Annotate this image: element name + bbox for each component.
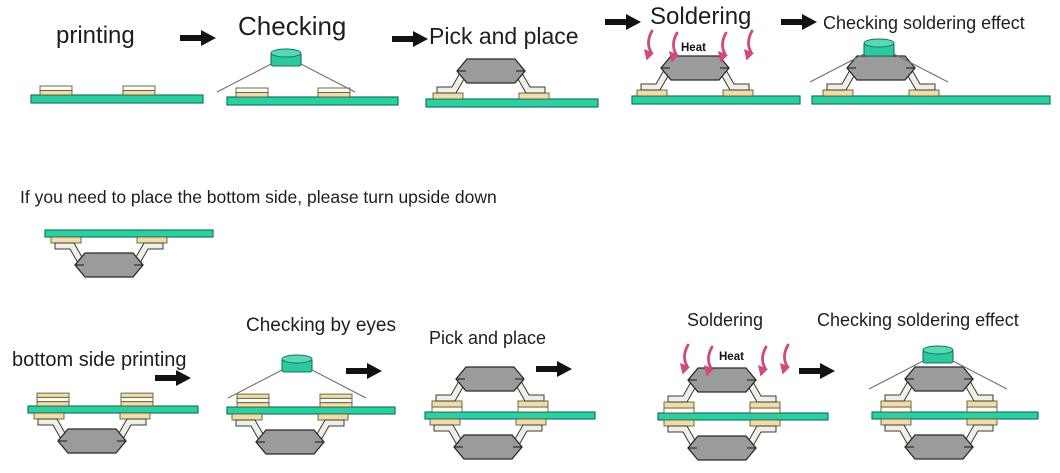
smd-component — [432, 58, 550, 100]
smd-component — [880, 366, 998, 408]
solder-paste-pad — [36, 392, 70, 407]
pcb-board — [811, 95, 1051, 105]
pcb-board — [425, 98, 599, 108]
heat-arrow-icon — [642, 29, 656, 62]
inspection-camera-icon — [227, 354, 367, 399]
panel-bottom-checking-soldering-effect — [868, 345, 1039, 460]
pcb-board — [871, 411, 1039, 420]
flow-arrow-icon — [392, 31, 428, 47]
pcb-board — [631, 95, 801, 105]
top-step-checking-effect-label: Checking soldering effect — [823, 13, 1025, 33]
solder-paste-layer — [966, 406, 998, 413]
solder-paste-layer — [749, 407, 781, 414]
pcb-board — [30, 94, 204, 104]
panel-top-checking — [216, 48, 399, 106]
panel-bottom-soldering — [657, 343, 829, 461]
flow-arrow-icon — [781, 14, 817, 30]
heat-label-top: Heat — [681, 42, 706, 54]
inspection-camera-icon — [216, 48, 356, 93]
solder-paste-pad — [235, 87, 269, 98]
flow-arrow-icon — [346, 363, 382, 379]
solder-paste-pad — [319, 393, 353, 408]
flow-arrow-icon — [605, 14, 641, 30]
flow-arrow-icon — [536, 361, 572, 377]
bottom-step-soldering-label: Soldering — [687, 310, 764, 330]
panel-top-printing — [30, 85, 204, 104]
top-step-pick-and-place-label: Pick and place — [429, 23, 579, 49]
heat-arrow-icon — [742, 29, 756, 62]
solder-paste-pad — [236, 393, 270, 408]
heat-label-bottom: Heat — [719, 351, 744, 363]
panel-flipped-board — [44, 229, 214, 278]
top-step-printing-label: printing — [56, 22, 135, 49]
solder-paste-pad — [120, 392, 154, 407]
pcb-board — [226, 406, 396, 415]
smd-component-bottom — [50, 236, 168, 278]
heat-arrow-icon — [756, 345, 770, 378]
heat-arrow-icon — [678, 343, 692, 376]
smd-component-bottom — [880, 418, 998, 460]
solder-paste-pad — [122, 85, 156, 96]
pcb-board — [226, 96, 399, 106]
smd-component-bottom — [429, 418, 547, 460]
panel-bottom-printing — [27, 392, 199, 454]
panel-bottom-checking-by-eyes — [226, 354, 396, 455]
flow-arrow-icon — [799, 363, 835, 379]
solder-paste-pad — [39, 85, 73, 96]
solder-paste-layer — [517, 406, 549, 413]
smd-component — [822, 55, 940, 97]
flow-arrow-icon — [155, 370, 191, 386]
flip-note-text: If you need to place the bottom side, pl… — [20, 187, 497, 207]
smd-component-bottom — [663, 419, 781, 461]
pcb-board — [44, 229, 214, 238]
solder-paste-pad — [317, 87, 351, 98]
smd-component — [431, 366, 549, 408]
smd-component-bottom — [33, 412, 151, 454]
pcb-board — [27, 405, 199, 414]
flow-arrow-icon — [180, 30, 216, 46]
bottom-step-pick-and-place-label: Pick and place — [429, 328, 547, 348]
pcb-board — [424, 411, 596, 420]
solder-paste-layer — [431, 406, 463, 413]
smd-component — [636, 55, 754, 97]
top-step-checking-label: Checking — [238, 11, 347, 41]
bottom-step-printing-label: bottom side printing — [12, 349, 187, 371]
top-step-soldering-label: Soldering — [650, 3, 752, 30]
bottom-step-checking-by-eyes-label: Checking by eyes — [246, 315, 396, 336]
panel-top-soldering — [631, 29, 801, 105]
panel-top-checking-soldering-effect — [809, 38, 1051, 105]
pcb-board — [657, 412, 829, 421]
smd-component-bottom — [231, 413, 349, 455]
bottom-step-checking-effect-label: Checking soldering effect — [817, 310, 1019, 330]
panel-bottom-pick-and-place — [424, 366, 596, 460]
solder-paste-layer — [663, 407, 695, 414]
solder-paste-layer — [880, 406, 912, 413]
heat-arrow-icon — [778, 343, 792, 376]
panel-top-pick-and-place — [425, 58, 599, 108]
